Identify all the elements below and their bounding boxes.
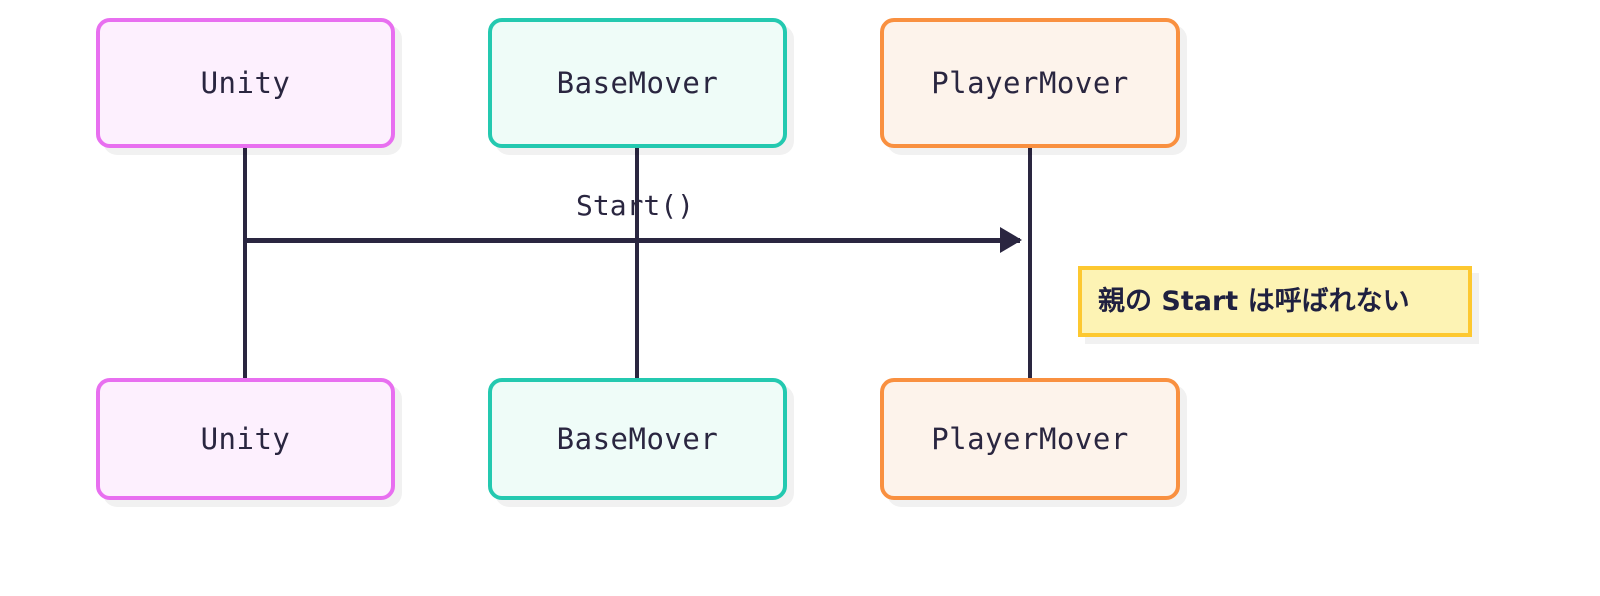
note-parent-start[interactable]: 親の Start は呼ばれない bbox=[1078, 266, 1472, 337]
participant-label-playermover-top: PlayerMover bbox=[931, 65, 1129, 100]
note-parent-start-text: 親の Start は呼ばれない bbox=[1098, 286, 1410, 317]
lifeline-unity bbox=[243, 148, 247, 378]
participant-box-playermover-bottom[interactable]: PlayerMover bbox=[880, 378, 1180, 500]
lifeline-basemover bbox=[635, 148, 639, 378]
message-arrowhead-icon bbox=[1000, 227, 1022, 253]
participant-box-unity-top[interactable]: Unity bbox=[96, 18, 395, 148]
participant-box-basemover-bottom[interactable]: BaseMover bbox=[488, 378, 787, 500]
participant-label-unity-bottom: Unity bbox=[200, 421, 291, 456]
participant-box-playermover-top[interactable]: PlayerMover bbox=[880, 18, 1180, 148]
message-line-start bbox=[245, 238, 1020, 243]
lifeline-playermover bbox=[1028, 148, 1032, 378]
participant-box-unity-bottom[interactable]: Unity bbox=[96, 378, 395, 500]
participant-label-playermover-bottom: PlayerMover bbox=[931, 421, 1129, 456]
message-label-start: Start() bbox=[576, 189, 695, 222]
participant-label-basemover-bottom: BaseMover bbox=[556, 421, 719, 456]
participant-label-basemover-top: BaseMover bbox=[556, 65, 719, 100]
participant-label-unity-top: Unity bbox=[200, 65, 291, 100]
participant-box-basemover-top[interactable]: BaseMover bbox=[488, 18, 787, 148]
